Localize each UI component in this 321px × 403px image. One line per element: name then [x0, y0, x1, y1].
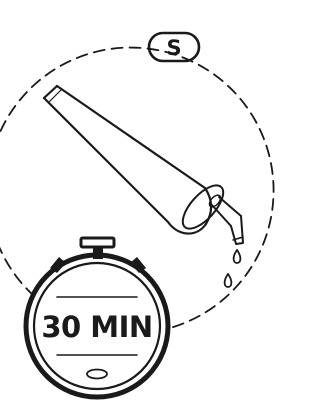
timer-label: 30 MIN: [41, 310, 152, 344]
tube-icon: [44, 86, 243, 244]
drop-icon: [225, 250, 241, 287]
stopwatch-icon: 30 MIN: [26, 238, 168, 397]
size-badge: S: [149, 33, 199, 61]
size-label: S: [166, 36, 181, 60]
